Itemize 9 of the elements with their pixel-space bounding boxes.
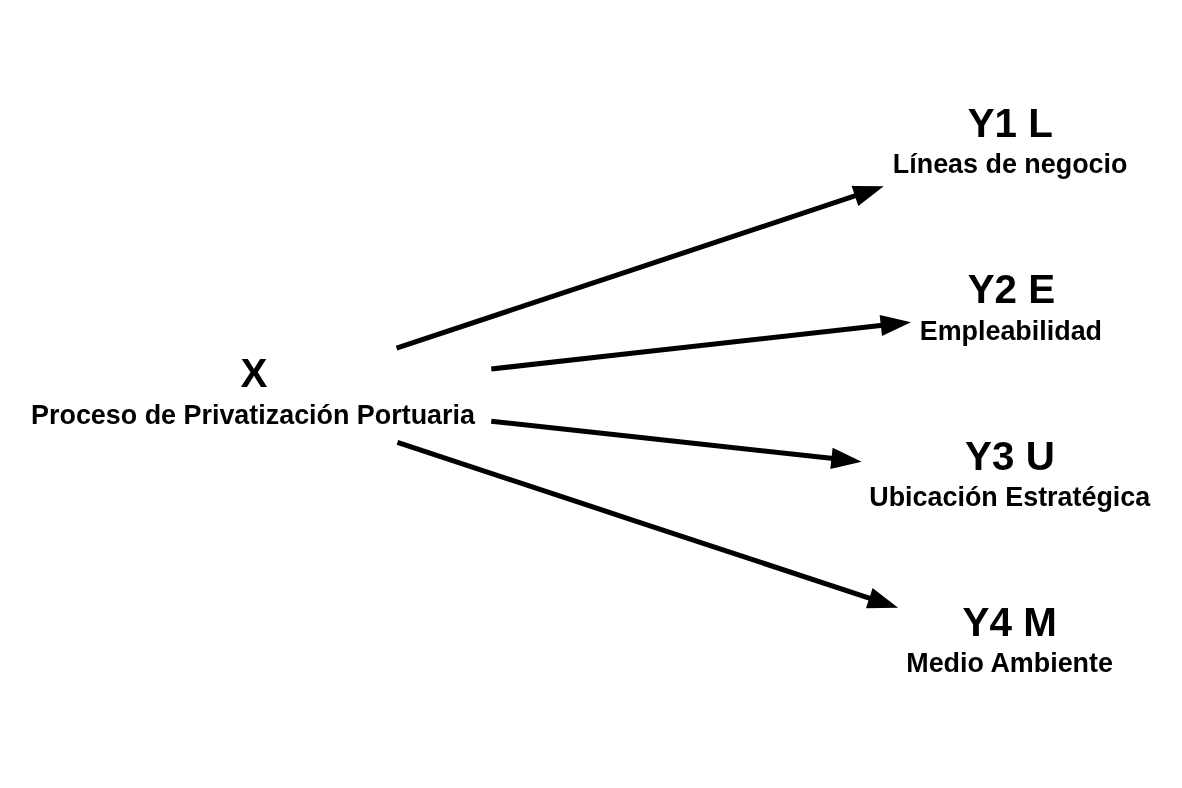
arrow: [491, 314, 911, 371]
node-text: Y2 E Empleabilidad: [919, 265, 1103, 346]
node-text: Y4 M Medio Ambiente: [906, 598, 1113, 678]
node-text: Y1 L Líneas de negocio: [892, 99, 1128, 179]
arrow: [491, 418, 862, 469]
node-text: Y3 U Ubicación Estratégica: [869, 432, 1151, 512]
node-text: X Proceso de Privatización Portuaria: [31, 349, 475, 430]
arrow: [396, 439, 899, 608]
arrow: [395, 185, 884, 351]
